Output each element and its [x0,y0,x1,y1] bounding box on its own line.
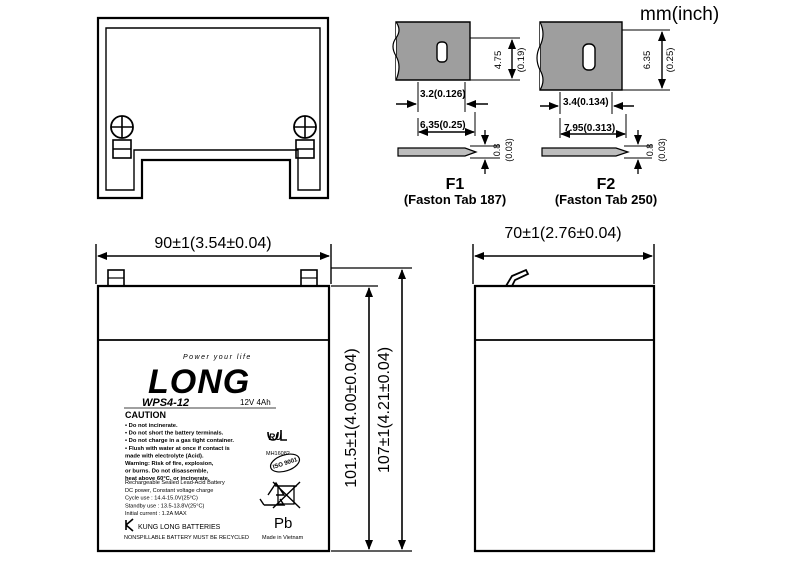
f2-thick-inch: (0.03) [657,138,667,162]
f1-name: (Faston Tab 187) [404,192,506,207]
made-in: Made in Vietnam [262,535,304,541]
spec-line-2: Cycle use : 14.4-15.0V(25°C) [125,496,198,502]
f2-thick-dim: 0.8 [645,144,655,157]
f1-height-inch: (0.19) [516,48,527,73]
f2-height-inch: (0.25) [665,48,676,73]
front-view: 90±1(3.54±0.04) Power your life LONG WPS… [95,235,412,553]
caution-line-3: • Flush with water at once if contact is [125,446,230,452]
caution-line-1: • Do not short the battery terminals. [125,431,224,437]
terminal-left-top [110,115,134,159]
total-height-dim: 107±1(4.21±0.04) [376,347,393,473]
caution-line-0: • Do not incinerate. [125,423,178,429]
iso-badge-icon: ISO 9001 [269,453,301,473]
f2-code: F2 [597,176,616,193]
spec-line-4: Initial current : 1.2A MAX [125,511,187,517]
f2-name: (Faston Tab 250) [555,192,657,207]
brand-tagline: Power your life [183,354,252,361]
unit-label: mm(inch) [640,4,719,25]
f2-hole-dim: 3.4(0.134) [563,97,609,108]
f1-hole-dim: 3.2(0.126) [420,89,466,100]
caution-line-2: • Do not charge in a gas tight container… [125,438,234,444]
model-name: WPS4-12 [142,397,189,409]
crossed-bin-icon [272,481,301,509]
nonspill-notice: NONSPILLABLE BATTERY MUST BE RECYCLED [124,535,249,541]
caution-lines: • Do not incinerate. • Do not short the b… [125,423,234,482]
spec-line-1: DC power, Constant voltage charge [125,488,213,494]
caution-line-6: or burns. Do not disassemble, [125,469,208,475]
side-view: 70±1(2.76±0.04) [472,225,656,553]
model-rating: 12V 4Ah [240,398,271,407]
length-dim: 90±1(3.54±0.04) [154,235,271,252]
f1-width-dim: 6.35(0.25) [420,120,466,131]
f1-thick-dim: 0.8 [492,144,502,157]
f1-thick-inch: (0.03) [504,138,514,162]
faston-187-detail: 4.75 (0.19) 3.2(0.126) 6.35(0.25) 0.8 (0… [392,21,527,207]
caution-line-7: heat above 60°C, or incinerate. [125,476,210,482]
terminal-right-top [293,115,317,159]
spec-line-0: Rechargeable Sealed Lead-Acid Battery [125,480,225,486]
ul-code: MH16082 [266,451,290,457]
f2-height-dim: 6.35 [642,51,653,70]
caution-line-4: made with electrolyte (Acid). [125,453,204,459]
spec-line-3: Standby use : 13.5-13.8V(25°C) [125,503,204,509]
ul-mark-icon: ᴿᵁ [267,430,287,446]
width-dim: 70±1(2.76±0.04) [504,225,621,242]
caution-title: CAUTION [125,410,166,420]
brand-logo: LONG [148,363,250,401]
caution-line-5: Warning: Risk of fire, explosion, [125,461,214,467]
top-view [96,16,330,200]
f1-height-dim: 4.75 [493,51,504,70]
spec-lines: Rechargeable Sealed Lead-Acid Battery DC … [125,480,225,517]
f1-code: F1 [446,176,465,193]
faston-250-detail: 6.35 (0.25) 3.4(0.134) 7.95(0.313) 0.8 (… [536,21,676,207]
f2-width-dim: 7.95(0.313) [564,123,615,134]
container-height-dim: 101.5±1(4.00±0.04) [343,348,360,487]
maker-name: KUNG LONG BATTERIES [138,524,221,531]
kung-long-logo-icon [125,518,134,532]
pb-mark: Pb [274,515,292,532]
